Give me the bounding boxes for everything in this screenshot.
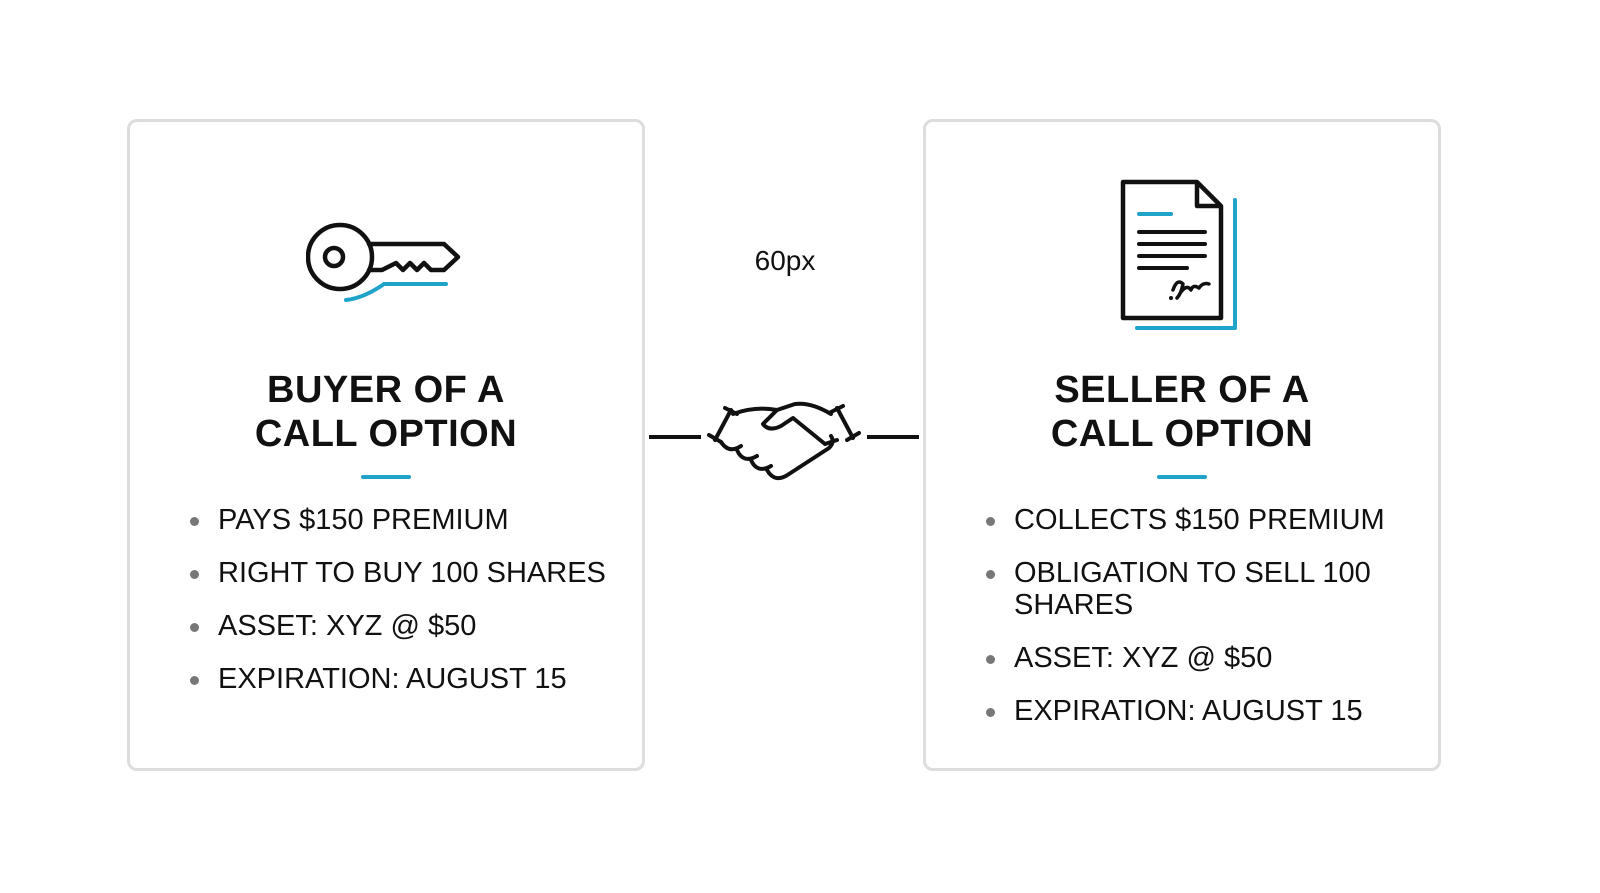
seller-bullet: ASSET: XYZ @ $50 xyxy=(986,642,1418,674)
buyer-bullet: RIGHT TO BUY 100 SHARES xyxy=(190,557,622,589)
seller-bullet: OBLIGATION TO SELL 100 SHARES xyxy=(986,557,1418,621)
seller-title-line1: SELLER OF A xyxy=(1054,369,1310,411)
handshake-connector xyxy=(649,401,919,481)
gap-label: 60px xyxy=(754,245,816,276)
seller-title-rule xyxy=(1157,475,1207,479)
signed-contract-icon xyxy=(1120,179,1237,330)
buyer-bullet: EXPIRATION: AUGUST 15 xyxy=(190,663,622,695)
buyer-title-line2: CALL OPTION xyxy=(254,413,518,455)
buyer-title-line1: BUYER OF A xyxy=(267,369,505,411)
seller-bullet-list: COLLECTS $150 PREMIUM OBLIGATION TO SELL… xyxy=(986,504,1418,748)
key-icon xyxy=(306,222,461,302)
handshake-icon xyxy=(707,401,861,481)
seller-bullet: COLLECTS $150 PREMIUM xyxy=(986,504,1418,536)
buyer-card: BUYER OF A CALL OPTION PAYS $150 PREMIUM… xyxy=(127,119,645,771)
buyer-bullet: PAYS $150 PREMIUM xyxy=(190,504,622,536)
seller-card: SELLER OF A CALL OPTION COLLECTS $150 PR… xyxy=(923,119,1441,771)
buyer-title: BUYER OF A CALL OPTION xyxy=(130,368,642,456)
buyer-title-rule xyxy=(361,475,411,479)
buyer-bullet-list: PAYS $150 PREMIUM RIGHT TO BUY 100 SHARE… xyxy=(190,504,622,716)
buyer-bullet: ASSET: XYZ @ $50 xyxy=(190,610,622,642)
seller-title: SELLER OF A CALL OPTION xyxy=(926,368,1438,456)
seller-bullet: EXPIRATION: AUGUST 15 xyxy=(986,695,1418,727)
seller-title-line2: CALL OPTION xyxy=(1050,413,1314,455)
